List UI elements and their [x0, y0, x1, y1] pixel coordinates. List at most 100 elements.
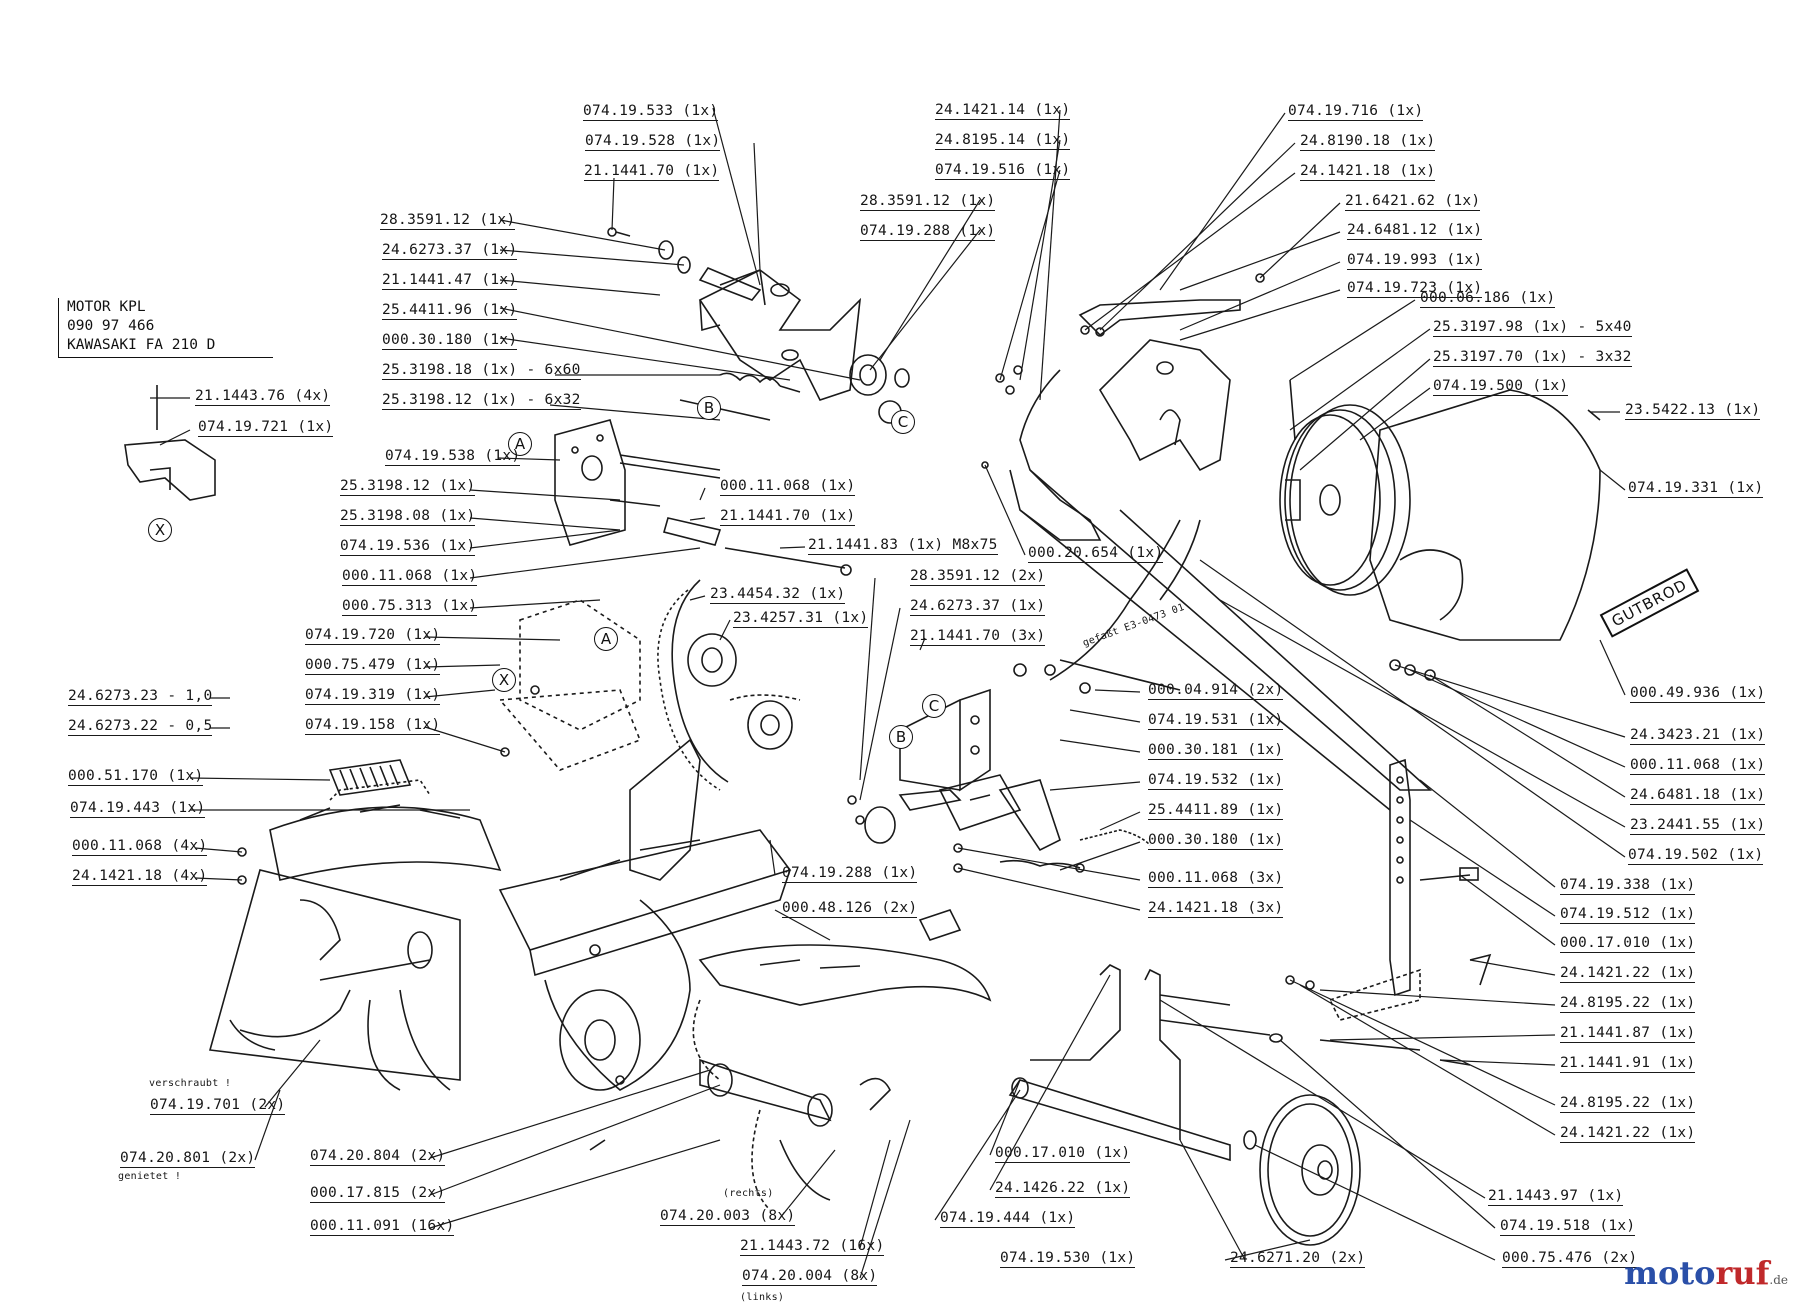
leader-line	[1179, 1139, 1246, 1261]
side-plate-shield	[938, 774, 1022, 831]
leader-line	[254, 1089, 281, 1161]
drive-belt-and-pulleys	[498, 579, 801, 791]
leader-line	[1289, 979, 1556, 1106]
part-label: 25.3198.08 (1x)	[340, 508, 476, 526]
part-label: 21.1441.70 (1x)	[584, 163, 720, 181]
note-links: (links)	[740, 1292, 785, 1303]
motor-model: KAWASAKI FA 210 D	[67, 337, 216, 353]
part-label: 24.6273.37 (1x)	[382, 242, 518, 260]
leader-line	[194, 847, 243, 853]
callout-a-center: A	[594, 627, 618, 651]
leader-line	[774, 909, 831, 941]
belt-cover	[1369, 389, 1601, 641]
part-label: 074.20.004 (8x)	[742, 1268, 878, 1286]
leader-line	[934, 1089, 1021, 1221]
part-label: 074.19.532 (1x)	[1148, 772, 1284, 790]
tiller-tines-center	[589, 999, 891, 1211]
leader-line	[1289, 328, 1431, 431]
handlebar-frame	[1009, 299, 1433, 811]
leader-line	[984, 464, 1026, 556]
part-label: 074.19.716 (1x)	[1288, 103, 1424, 121]
part-label: 000.04.914 (2x)	[1148, 682, 1284, 700]
gearbox-housing	[498, 738, 792, 1091]
motoruf-watermark: motoruf.de	[1624, 1254, 1788, 1292]
leader-line	[1439, 1059, 1556, 1066]
part-label: 074.20.003 (8x)	[660, 1208, 796, 1226]
part-label: 23.4454.32 (1x)	[710, 586, 846, 604]
part-label: 24.6271.20 (2x)	[1230, 1250, 1366, 1268]
part-label: 000.75.313 (1x)	[342, 598, 478, 616]
part-label: 24.3423.21 (1x)	[1630, 727, 1766, 745]
part-label: 000.11.068 (1x)	[1630, 757, 1766, 775]
part-label: 24.1421.22 (1x)	[1560, 965, 1696, 983]
part-label: 21.1441.91 (1x)	[1560, 1055, 1696, 1073]
leader-line	[189, 777, 331, 781]
leader-line	[1019, 139, 1061, 381]
bracket-plate-a	[554, 419, 852, 576]
leader-line	[1279, 1039, 1496, 1229]
part-label: 000.17.815 (2x)	[310, 1185, 446, 1203]
part-label: 24.6273.37 (1x)	[910, 598, 1046, 616]
leader-line	[1084, 172, 1296, 331]
part-label: 074.19.500 (1x)	[1433, 378, 1569, 396]
part-label: 000.11.068 (1x)	[342, 568, 478, 586]
part-label: 074.19.701 (2x)	[150, 1097, 286, 1115]
part-label: 25.3197.98 (1x) - 5x40	[1433, 319, 1632, 337]
part-label: 24.1421.18 (4x)	[72, 868, 208, 886]
part-label: 000.49.936 (1x)	[1630, 685, 1766, 703]
engine-mount-bracket	[698, 269, 862, 401]
leader-line	[1219, 599, 1626, 828]
leader-line	[779, 546, 806, 549]
watermark-part1: moto	[1624, 1254, 1716, 1292]
part-label: 24.1421.18 (3x)	[1148, 900, 1284, 918]
leader-line	[1159, 999, 1486, 1199]
leader-line	[869, 229, 981, 371]
part-label: 21.1441.83 (1x) M8x75	[808, 537, 998, 555]
part-label: 000.17.010 (1x)	[995, 1145, 1131, 1163]
transport-wheel	[1243, 1094, 1361, 1246]
note-genietet: genietet !	[118, 1171, 182, 1182]
clutch-lever-plate	[1098, 339, 1231, 472]
part-label: 000.48.126 (2x)	[782, 900, 918, 918]
leader-line	[919, 637, 926, 651]
small-mount-bracket-x	[124, 385, 216, 501]
part-label: 21.1441.70 (1x)	[720, 508, 856, 526]
part-label: 000.06.186 (1x)	[1420, 290, 1556, 308]
bracket-right-mount	[1285, 953, 1492, 1066]
leader-line	[469, 547, 701, 579]
leader-line	[1419, 779, 1556, 888]
leader-line	[469, 599, 601, 609]
part-label: 074.19.538 (1x)	[385, 448, 521, 466]
part-label: 074.19.502 (1x)	[1628, 847, 1764, 865]
leader-line	[469, 517, 621, 531]
motor-title: MOTOR KPL	[67, 299, 146, 315]
note-verschraubt: verschraubt !	[149, 1078, 232, 1089]
part-label: 21.1443.72 (16x)	[740, 1238, 885, 1256]
leader-line	[1159, 112, 1286, 291]
callout-c-center: C	[922, 694, 946, 718]
leader-line	[719, 619, 731, 641]
leader-line	[424, 664, 501, 668]
part-label: 074.19.531 (1x)	[1148, 712, 1284, 730]
part-label: 23.2441.55 (1x)	[1630, 817, 1766, 835]
part-label: 000.30.181 (1x)	[1148, 742, 1284, 760]
part-label: 24.8190.18 (1x)	[1300, 133, 1436, 151]
leader-line	[1469, 959, 1556, 976]
motor-spec-box: MOTOR KPL 090 97 466 KAWASAKI FA 210 D	[58, 298, 273, 358]
leader-line	[1039, 109, 1061, 401]
leader-line	[1059, 739, 1141, 753]
part-label: 24.8195.22 (1x)	[1560, 995, 1696, 1013]
leader-line	[1459, 874, 1556, 946]
part-label: 074.19.720 (1x)	[305, 627, 441, 645]
leader-line	[264, 1039, 321, 1108]
callout-a-upper: A	[508, 432, 532, 456]
lever-bracket-center	[864, 663, 1151, 869]
part-label: 074.19.721 (1x)	[198, 419, 334, 437]
leader-line	[1179, 261, 1341, 331]
part-label: 24.6273.23 - 1,0	[68, 688, 213, 706]
part-label: 000.17.010 (1x)	[1560, 935, 1696, 953]
leader-line	[699, 487, 706, 501]
leader-line	[1224, 1239, 1311, 1261]
leader-line	[1199, 559, 1626, 858]
